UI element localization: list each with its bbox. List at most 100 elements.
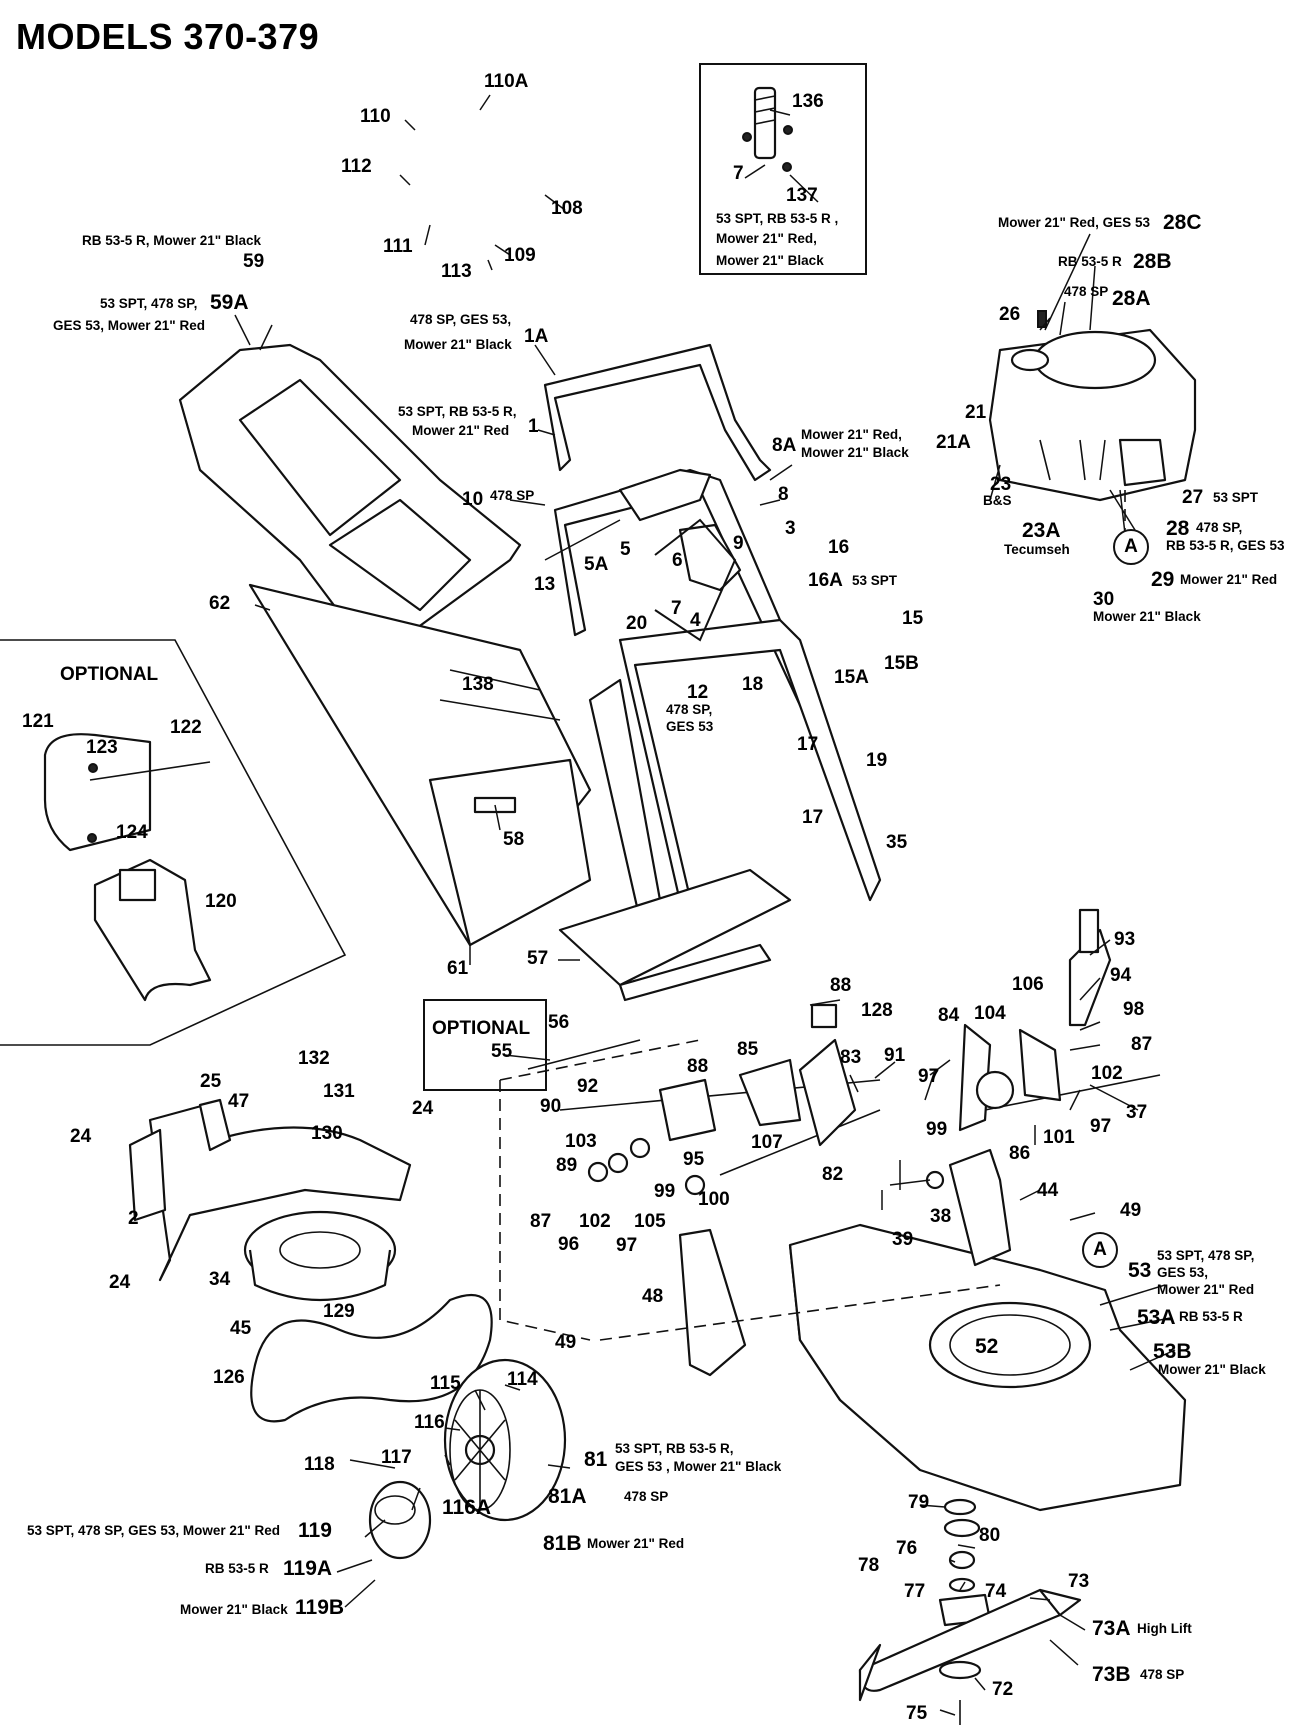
note-1-line2: Mower 21" Red <box>412 423 510 438</box>
callout-94: 94 <box>1110 965 1132 986</box>
callout-6: 6 <box>672 550 683 571</box>
callout-82: 82 <box>822 1164 844 1185</box>
leader-lines-inset <box>744 109 819 203</box>
callout-55: 55 <box>491 1041 513 1062</box>
callout-49a: 49 <box>1120 1200 1142 1221</box>
callout-38: 38 <box>930 1206 952 1227</box>
callout-39: 39 <box>892 1229 914 1250</box>
inset-box-handle-clip <box>699 63 867 275</box>
callout-85: 85 <box>737 1039 759 1060</box>
note-29: Mower 21" Red <box>1180 572 1278 587</box>
callout-99a: 99 <box>926 1119 948 1140</box>
callout-34: 34 <box>209 1269 231 1290</box>
callout-72: 72 <box>992 1679 1014 1700</box>
callout-114: 114 <box>507 1369 538 1390</box>
optional-label-bag: OPTIONAL <box>60 664 159 685</box>
callout-92: 92 <box>577 1076 599 1097</box>
callout-59: 59 <box>243 251 265 272</box>
callout-35: 35 <box>886 832 908 853</box>
callout-97c: 97 <box>616 1235 638 1256</box>
callout-13: 13 <box>534 574 556 595</box>
callout-113: 113 <box>441 261 472 282</box>
callout-112: 112 <box>341 156 372 177</box>
note-119: 53 SPT, 478 SP, GES 53, Mower 21" Red <box>27 1523 281 1538</box>
optional-rod-box <box>423 999 547 1091</box>
callout-10: 10 <box>462 489 484 510</box>
handle-clip-part <box>742 86 793 172</box>
callout-129: 129 <box>323 1301 355 1322</box>
note-137-line2: Mower 21" Red, <box>716 231 817 246</box>
callout-1: 1 <box>528 416 539 437</box>
callout-81: 81 <box>584 1448 608 1471</box>
note-23A: Tecumseh <box>1004 542 1070 557</box>
note-53-line3: Mower 21" Red <box>1157 1282 1255 1297</box>
callout-53A: 53A <box>1137 1306 1176 1329</box>
callout-12: 12 <box>687 682 709 703</box>
note-28-line1: 478 SP, <box>1196 520 1243 535</box>
callout-27: 27 <box>1182 487 1204 508</box>
callout-53: 53 <box>1128 1259 1152 1282</box>
side-discharge-chute <box>93 858 212 1002</box>
callout-128: 128 <box>861 1000 893 1021</box>
callout-90: 90 <box>540 1096 562 1117</box>
note-59A-line1: 53 SPT, 478 SP, <box>100 296 198 311</box>
callout-121: 121 <box>22 711 54 732</box>
note-73B: 478 SP <box>1140 1667 1185 1682</box>
callout-15B: 15B <box>884 653 919 674</box>
callout-88b: 88 <box>687 1056 709 1077</box>
grass-tray <box>243 1210 397 1302</box>
drive-belt <box>250 1294 493 1423</box>
callout-30: 30 <box>1093 589 1115 610</box>
callout-17b: 17 <box>802 807 824 828</box>
callout-105: 105 <box>634 1211 666 1232</box>
note-53A: RB 53-5 R <box>1179 1309 1243 1324</box>
callout-45: 45 <box>230 1318 252 1339</box>
callout-99b: 99 <box>654 1181 676 1202</box>
callout-123: 123 <box>86 737 118 758</box>
note-119A: RB 53-5 R <box>205 1561 269 1576</box>
callout-15: 15 <box>902 608 924 629</box>
callout-21A: 21A <box>936 432 971 453</box>
leader-lines-drive <box>849 939 1176 1371</box>
connector-A-deck: A <box>1082 1232 1118 1268</box>
control-inset-outline <box>654 518 737 642</box>
callout-18: 18 <box>742 674 764 695</box>
callout-37: 37 <box>1126 1102 1148 1123</box>
callout-28A: 28A <box>1112 287 1151 310</box>
control-box <box>618 468 742 592</box>
callout-91: 91 <box>884 1045 906 1066</box>
note-73A: High Lift <box>1137 1621 1192 1636</box>
callout-74: 74 <box>985 1581 1007 1602</box>
callout-101: 101 <box>1043 1127 1075 1148</box>
page-title: MODELS 370-379 <box>16 16 320 57</box>
note-28C: Mower 21" Red, GES 53 <box>998 215 1150 230</box>
callout-102a: 102 <box>1091 1063 1123 1084</box>
callout-57: 57 <box>527 948 549 969</box>
callout-1A: 1A <box>524 326 549 347</box>
callout-119A: 119A <box>283 1557 333 1580</box>
drive-axle-assembly <box>559 908 1161 1196</box>
callout-118: 118 <box>304 1454 335 1475</box>
callout-2: 2 <box>128 1208 139 1229</box>
callout-96: 96 <box>558 1234 580 1255</box>
callout-119B: 119B <box>295 1596 345 1619</box>
note-137-line3: Mower 21" Black <box>716 253 824 268</box>
leader-lines-engine <box>989 233 1141 561</box>
optional-label-rod: OPTIONAL <box>432 1018 531 1039</box>
callout-58: 58 <box>503 829 525 850</box>
callout-49b: 49 <box>555 1332 577 1353</box>
callout-119: 119 <box>298 1519 332 1542</box>
hubcap <box>368 1480 432 1560</box>
assembly-dash-lines <box>499 1039 1001 1341</box>
callout-116A: 116A <box>442 1496 492 1519</box>
note-1A-line2: Mower 21" Black <box>404 337 512 352</box>
callout-4: 4 <box>690 610 701 631</box>
note-12-line1: 478 SP, <box>666 702 713 717</box>
callout-136: 136 <box>792 91 824 112</box>
callout-122: 122 <box>170 717 202 738</box>
note-81B: Mower 21" Red <box>587 1536 685 1551</box>
callout-98: 98 <box>1123 999 1145 1020</box>
optional-box-outline <box>0 639 347 1046</box>
callout-131: 131 <box>323 1081 355 1102</box>
callout-52: 52 <box>975 1335 999 1358</box>
